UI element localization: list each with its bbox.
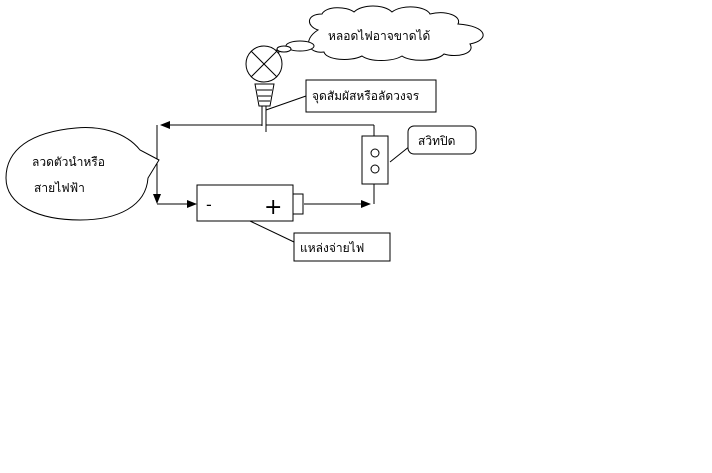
bulb-note-label: หลอดไฟอาจขาดได้ — [328, 29, 430, 43]
cloud-callout-bulb: หลอดไฟอาจขาดได้ — [270, 5, 484, 61]
battery-icon: - + — [196, 184, 304, 222]
light-bulb-icon — [245, 45, 283, 132]
switch-off-callout: สวิทปิด — [389, 125, 477, 163]
circuit-wires — [153, 121, 375, 208]
wire-callout: ลวดตัวนำหรือ สายไฟฟ้า — [5, 127, 160, 221]
contact-point-label: จุดสัมผัสหรือลัดวงจร — [312, 89, 420, 104]
switch-off-label: สวิทปิด — [418, 134, 455, 148]
wire-label-line2: สายไฟฟ้า — [34, 181, 85, 195]
wire-label-line1: ลวดตัวนำหรือ — [32, 155, 105, 169]
battery-minus-sign: - — [206, 195, 212, 214]
power-source-callout: แหล่งจ่ายไฟ — [249, 220, 391, 262]
power-source-label: แหล่งจ่ายไฟ — [300, 241, 364, 255]
switch-icon — [361, 135, 389, 185]
battery-plus-sign: + — [264, 195, 282, 220]
contact-point-callout: จุดสัมผัสหรือลัดวงจร — [265, 79, 437, 113]
